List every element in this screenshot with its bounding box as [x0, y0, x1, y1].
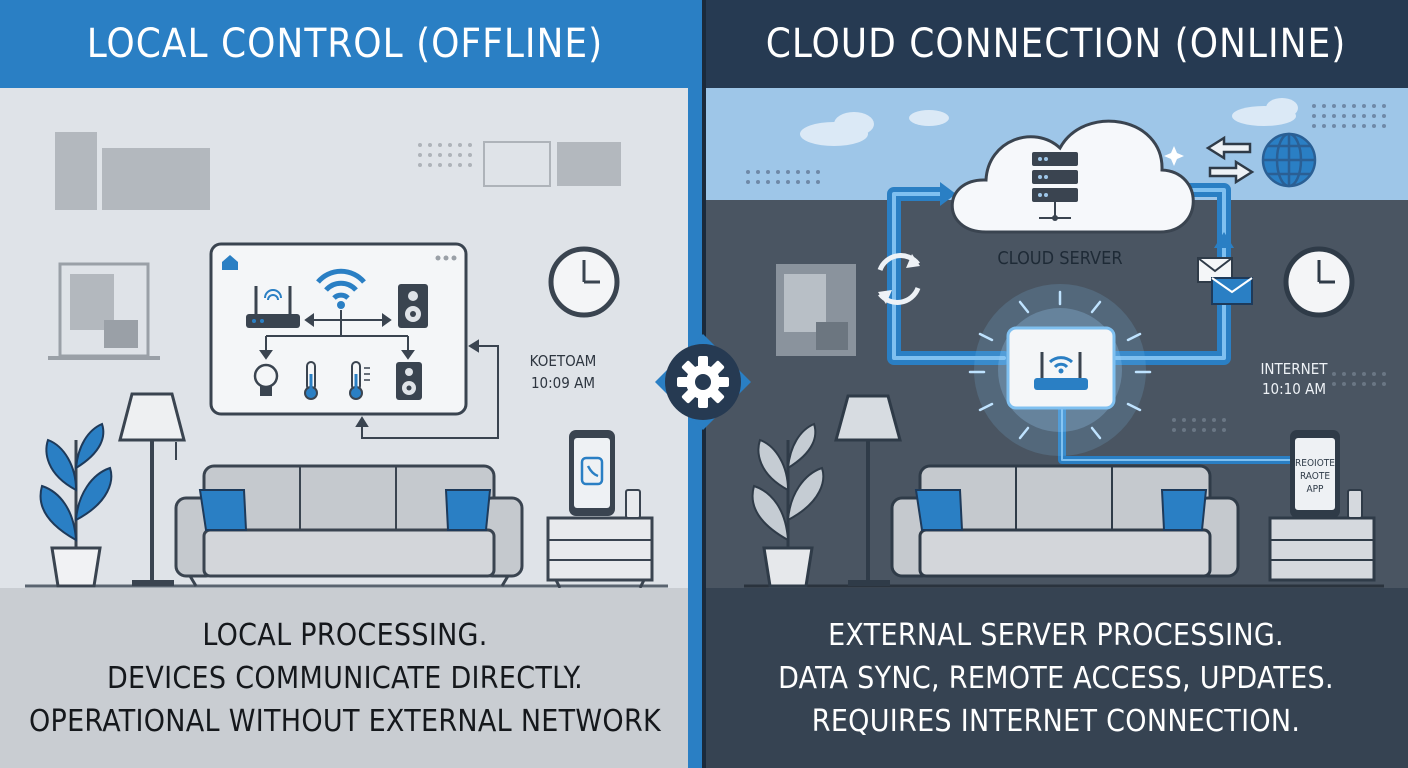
speaker-icon — [396, 362, 422, 400]
wifi-icon — [316, 268, 366, 309]
cloud-hub — [968, 284, 1152, 456]
clock-icon — [548, 246, 620, 318]
floor-lamp — [834, 394, 902, 586]
cloud-room-illustration: REOIOTE RAOTE APP CLOUD SERVER INTERNET … — [704, 88, 1408, 588]
router-icon — [1034, 352, 1088, 390]
floor-lamp — [118, 392, 186, 586]
caption-line: EXTERNAL SERVER PROCESSING. — [828, 617, 1284, 653]
speaker-icon — [398, 284, 428, 328]
mail-icon — [1197, 257, 1253, 305]
side-table — [546, 489, 654, 589]
sync-arrows — [1205, 135, 1255, 185]
local-panel-title: LOCAL CONTROL (OFFLINE) — [0, 0, 690, 88]
bulb-icon — [253, 363, 279, 396]
cloud-connection-panel: REOIOTE RAOTE APP CLOUD SERVER INTERNET … — [704, 0, 1408, 768]
clock-label: KOETOAM — [530, 352, 597, 370]
caption-line: OPERATIONAL WITHOUT EXTERNAL NETWORK — [28, 703, 662, 739]
thermometer-icon — [304, 361, 318, 400]
plant — [751, 422, 825, 588]
cloud-server-label: CLOUD SERVER — [997, 248, 1122, 269]
local-control-panel: KOETOAM 10:09 AM LOCAL CONTROL (OFFLINE)… — [0, 0, 704, 768]
side-table — [1268, 489, 1376, 582]
local-room-illustration: KOETOAM 10:09 AM — [0, 88, 704, 589]
sync-icon — [877, 253, 921, 305]
cloud-panel-title: CLOUD CONNECTION (ONLINE) — [704, 0, 1408, 88]
home-icon — [222, 255, 238, 270]
globe-icon — [1261, 132, 1317, 188]
sofa — [174, 464, 524, 587]
router-icon — [246, 286, 300, 328]
caption-line: DEVICES COMMUNICATE DIRECTLY. — [106, 660, 584, 696]
clock-time: 10:10 AM — [1262, 380, 1326, 398]
local-hub — [209, 242, 468, 416]
local-caption: LOCAL PROCESSING. DEVICES COMMUNICATE DI… — [0, 588, 690, 768]
caption-line: LOCAL PROCESSING. — [202, 617, 488, 653]
server-icon — [1032, 152, 1078, 221]
phone-app-line: APP — [1306, 484, 1324, 495]
sofa — [890, 464, 1240, 578]
phone-app-line: RAOTE — [1300, 471, 1330, 482]
thermometer-icon — [349, 361, 370, 400]
caption-line: DATA SYNC, REMOTE ACCESS, UPDATES. — [778, 660, 1334, 696]
gear-icon — [655, 334, 751, 430]
clock-label: INTERNET — [1260, 360, 1328, 378]
caption-line: REQUIRES INTERNET CONNECTION. — [811, 703, 1301, 739]
phone-icon: REOIOTE RAOTE APP — [1290, 430, 1340, 518]
clock-time: 10:09 AM — [531, 374, 595, 392]
phone-app-line: REOIOTE — [1295, 458, 1335, 469]
cloud-caption: EXTERNAL SERVER PROCESSING. DATA SYNC, R… — [704, 588, 1408, 768]
clock-icon — [1283, 246, 1355, 318]
cloud-icon — [950, 119, 1195, 234]
phone-icon — [569, 430, 615, 516]
plant — [39, 422, 113, 588]
